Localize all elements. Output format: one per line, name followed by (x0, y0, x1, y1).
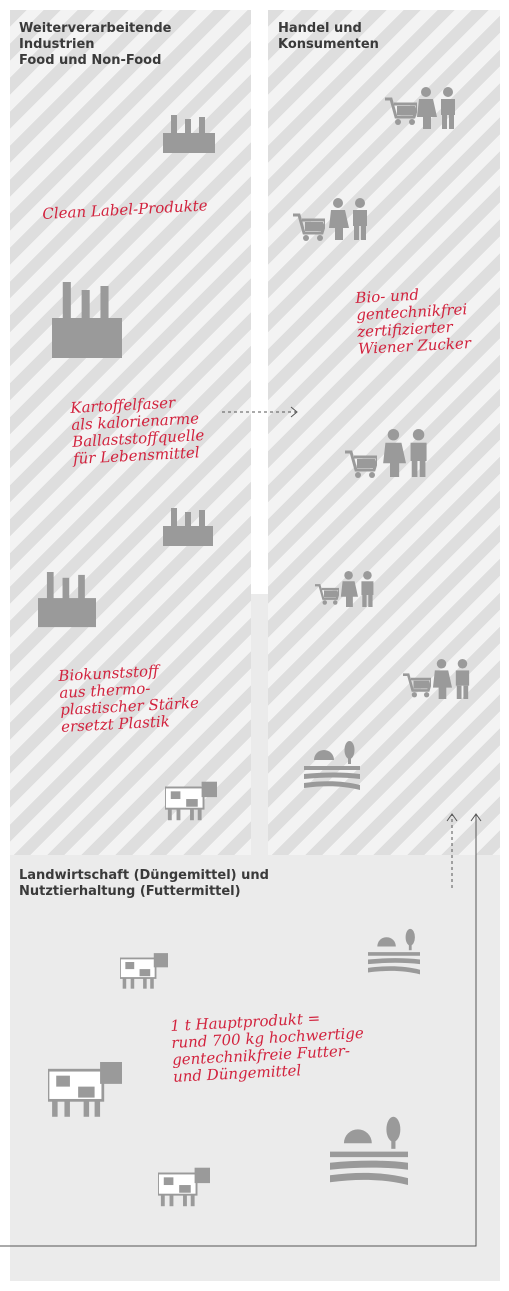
family-icon (329, 198, 367, 240)
factory-icon (52, 282, 122, 358)
factory-icon (163, 508, 213, 546)
retail-heading: Handel und Konsumenten (278, 21, 379, 52)
cow-icon (158, 1166, 210, 1208)
cow-icon (120, 952, 168, 990)
shopping-cart-icon (345, 450, 377, 480)
family-icon (417, 87, 455, 129)
cow-icon (48, 1060, 122, 1119)
family-icon (340, 571, 374, 607)
factory-icon (163, 115, 215, 153)
retail-column (268, 10, 500, 855)
shopping-cart-icon (315, 584, 339, 606)
agriculture-section (10, 855, 500, 1281)
industry-heading: Weiterverarbeitende Industrien Food und … (19, 21, 172, 68)
family-icon (432, 659, 470, 699)
field-sun-icon (304, 741, 360, 792)
shopping-cart-icon (403, 673, 431, 699)
column-connector (251, 594, 268, 855)
shopping-cart-icon (293, 213, 325, 243)
field-sun-icon (368, 928, 420, 977)
dashed-up-arrow-head (446, 813, 458, 822)
solid-up-arrow-head (470, 813, 482, 822)
shopping-cart-icon (385, 97, 417, 127)
family-icon (383, 429, 427, 477)
cow-icon (165, 780, 217, 822)
agriculture-heading: Landwirtschaft (Düngemittel) und Nutztie… (19, 868, 269, 899)
solid-flow-line (0, 815, 477, 1247)
field-sun-icon (330, 1116, 408, 1188)
factory-icon (38, 572, 96, 628)
dashed-arrow-head (290, 406, 298, 418)
